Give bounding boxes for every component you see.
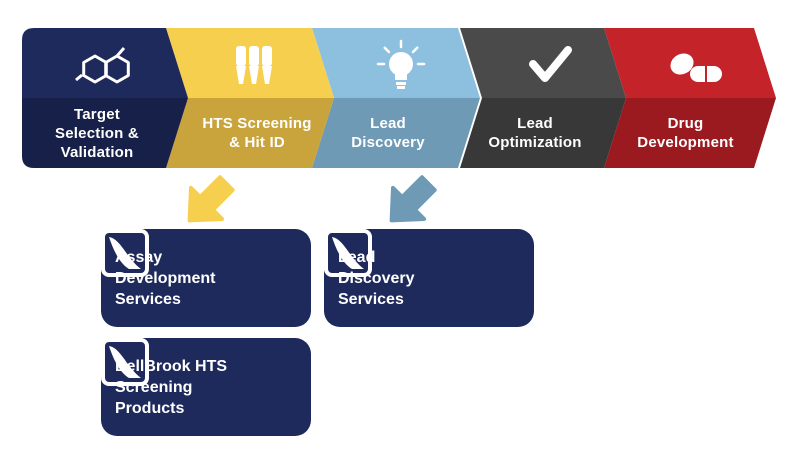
lead-discovery-down-arrow [389,175,437,223]
stage-drug-development [604,28,776,168]
stage-label-hts-screening: HTS Screening & Hit ID [202,115,312,151]
lead-discovery-services-card[interactable]: Lead Discovery Services [324,229,534,327]
bellbrook-logo-icon [101,338,149,386]
bellbrook-logo-icon [324,229,372,277]
stage-label-lead-discovery: Lead Discovery [351,115,425,151]
stage-label-lead-optimization: Lead Optimization [488,115,582,151]
checkmark-icon [529,46,572,82]
card-label: BellBrook HTS Screening Products [115,357,228,417]
stage-label-drug-development: Drug Development [637,115,734,151]
pipette-tips-icon [236,46,272,84]
stage-lead-optimization [460,28,626,168]
stage-hts-screening [166,28,334,168]
card-label: Lead Discovery Services [338,248,415,308]
stage-target-selection [22,28,188,168]
lightbulb-icon [376,39,426,89]
molecule-icon [75,47,130,84]
assay-development-services-card[interactable]: Assay Development Services [101,229,311,327]
bellbrook-logo-icon [101,229,149,277]
pills-icon [670,53,722,82]
stage-label-target-selection: Target Selection & Validation [55,105,139,161]
hts-down-arrow [187,175,235,223]
bellbrook-hts-screening-products-card[interactable]: BellBrook HTS Screening Products [101,338,311,436]
